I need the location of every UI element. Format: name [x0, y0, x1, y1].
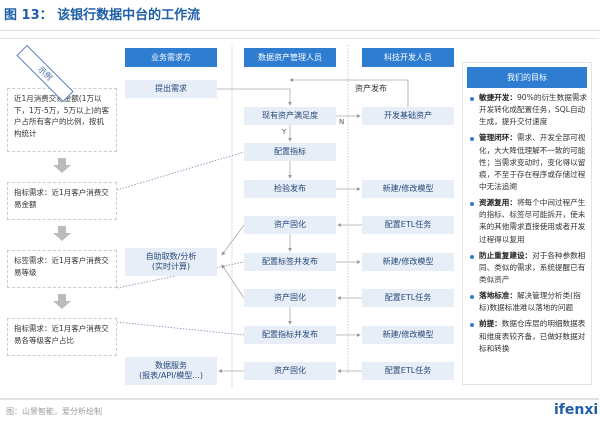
tag-requirement: 标签需求：近1月客户消费交易等级 — [7, 250, 117, 288]
goals-panel: 我们的目标 敏捷开发：90%的衍生数据需求开发转化成配置任务，SQL自动生成，提… — [462, 62, 592, 385]
yes-label: Y — [282, 128, 287, 136]
lane-header-business: 业务需求方 — [125, 48, 217, 67]
goal-item: 落地标准：解决管理分析类(指标)数据标准难以落地的问题 — [470, 290, 587, 314]
goal-item: 敏捷开发：90%的衍生数据需求开发转化成配置任务，SQL自动生成，提升交付速度 — [470, 92, 587, 128]
down-arrows — [53, 158, 71, 309]
goal-item: 防止重复建设：对于各种参数相同、类似的需求，系统提醒已有类似资产 — [470, 250, 587, 286]
diagram-frame — [0, 38, 599, 400]
asset-step: 配置指标并发布 — [244, 326, 336, 344]
divider — [0, 30, 600, 31]
no-label: N — [339, 118, 345, 126]
goal-item: 资源复用：将每个中间过程产生的指标、标签尽可能拆开，使未来的其他需求直接使用或者… — [470, 197, 587, 246]
dev-step: 开发基础资产 — [362, 107, 454, 125]
asset-step: 资产固化 — [244, 289, 336, 307]
dev-step: 新建/修改模型 — [362, 253, 454, 271]
dev-step: 配置ETL任务 — [362, 216, 454, 234]
asset-step: 资产固化 — [244, 362, 336, 380]
dev-step: 配置ETL任务 — [362, 362, 454, 380]
figure-title: 图 13： 该银行数据中台的工作流 — [4, 8, 201, 23]
goal-item: 前提：数据仓库层的明细数据表和维度表较齐备，已做好数据对标和转换 — [470, 318, 587, 354]
lane-header-tech-dev: 科技开发人员 — [362, 48, 454, 67]
self-service-label: 自助取数/分析 — [145, 251, 197, 261]
data-service-label: 数据服务 — [155, 360, 187, 370]
source-note: 图：山景智能，爱分析绘制 — [6, 407, 102, 416]
lane-header-asset-mgmt: 数据资产管理人员 — [244, 48, 336, 67]
dev-step: 新建/修改模型 — [362, 180, 454, 198]
dev-step: 配置ETL任务 — [362, 289, 454, 307]
asset-step: 资产固化 — [244, 216, 336, 234]
asset-publish-label: 资产发布 — [355, 84, 387, 93]
asset-step: 配置指标 — [244, 143, 336, 161]
raise-requirement-box: 提出需求 — [125, 80, 217, 98]
data-service-sub: (报表/API/模型...) — [139, 371, 203, 380]
self-service-box: 自助取数/分析(实时计算) — [125, 248, 217, 276]
asset-step: 检验发布 — [244, 180, 336, 198]
asset-step: 现有资产满足度 — [244, 107, 336, 125]
metric-requirement-1: 指标需求：近1月客户消费交易金额 — [7, 182, 117, 220]
goals-title: 我们的目标 — [467, 67, 587, 88]
goal-item: 管理闭环：需求、开发全部可视化，大大降低理解不一致的可能性；当需求变动时，变化得… — [470, 132, 587, 193]
ifenxi-logo: ifenxi — [554, 402, 599, 418]
self-service-sub: (实时计算) — [151, 262, 191, 271]
dev-step: 新建/修改模型 — [362, 326, 454, 344]
metric-requirement-2: 指标需求：近1月客户消费交易各等级客户占比 — [7, 318, 117, 356]
data-service-box: 数据服务(报表/API/模型...) — [125, 357, 217, 385]
asset-step: 配置标签并发布 — [244, 253, 336, 271]
